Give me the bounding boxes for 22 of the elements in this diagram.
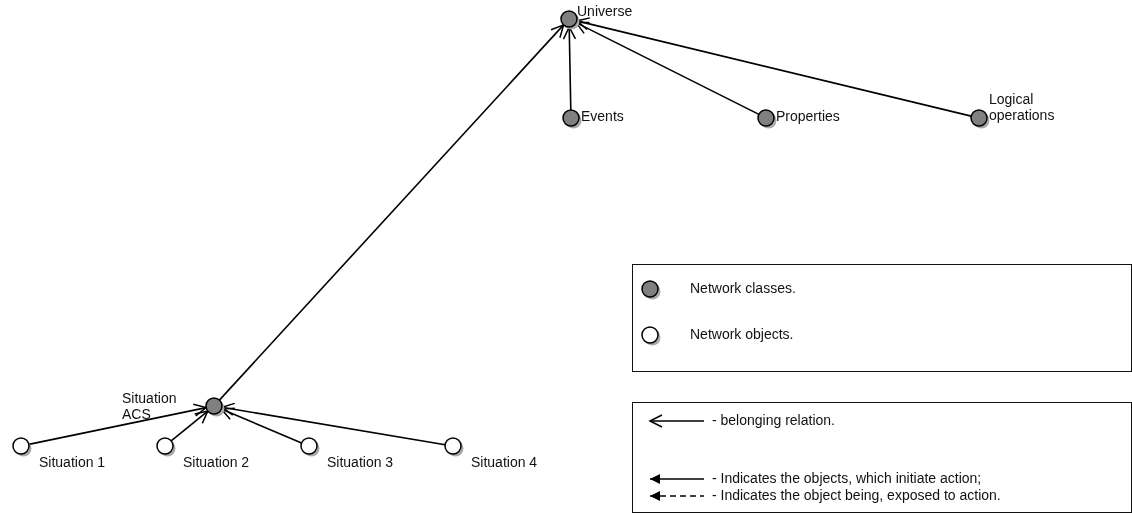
node-label: Events (581, 108, 625, 124)
arrow (562, 26, 577, 111)
arrow (170, 410, 209, 442)
legend-text: Network objects. (690, 326, 794, 342)
node-label: Properties (776, 108, 841, 124)
arrow (28, 403, 207, 446)
node-label: Situation ACS (122, 390, 178, 422)
node-label: Situation 1 (39, 454, 107, 470)
arrow (221, 402, 446, 446)
legend-text: - Indicates the object being, exposed to action. (712, 487, 1001, 503)
node-label: Universe (577, 3, 634, 19)
arrow (576, 17, 972, 117)
node-label: Situation 3 (327, 454, 395, 470)
legend-text: Network classes. (690, 280, 796, 296)
legend-text: - belonging relation. (712, 412, 835, 428)
arrow (218, 24, 565, 401)
arrow (220, 407, 303, 444)
node-label: Logical operations (989, 91, 1056, 123)
arrow (575, 21, 760, 116)
node-label: Situation 4 (471, 454, 539, 470)
legend-text: - Indicates the objects, which initiate action; (712, 470, 982, 486)
node-label: Situation 2 (183, 454, 251, 470)
